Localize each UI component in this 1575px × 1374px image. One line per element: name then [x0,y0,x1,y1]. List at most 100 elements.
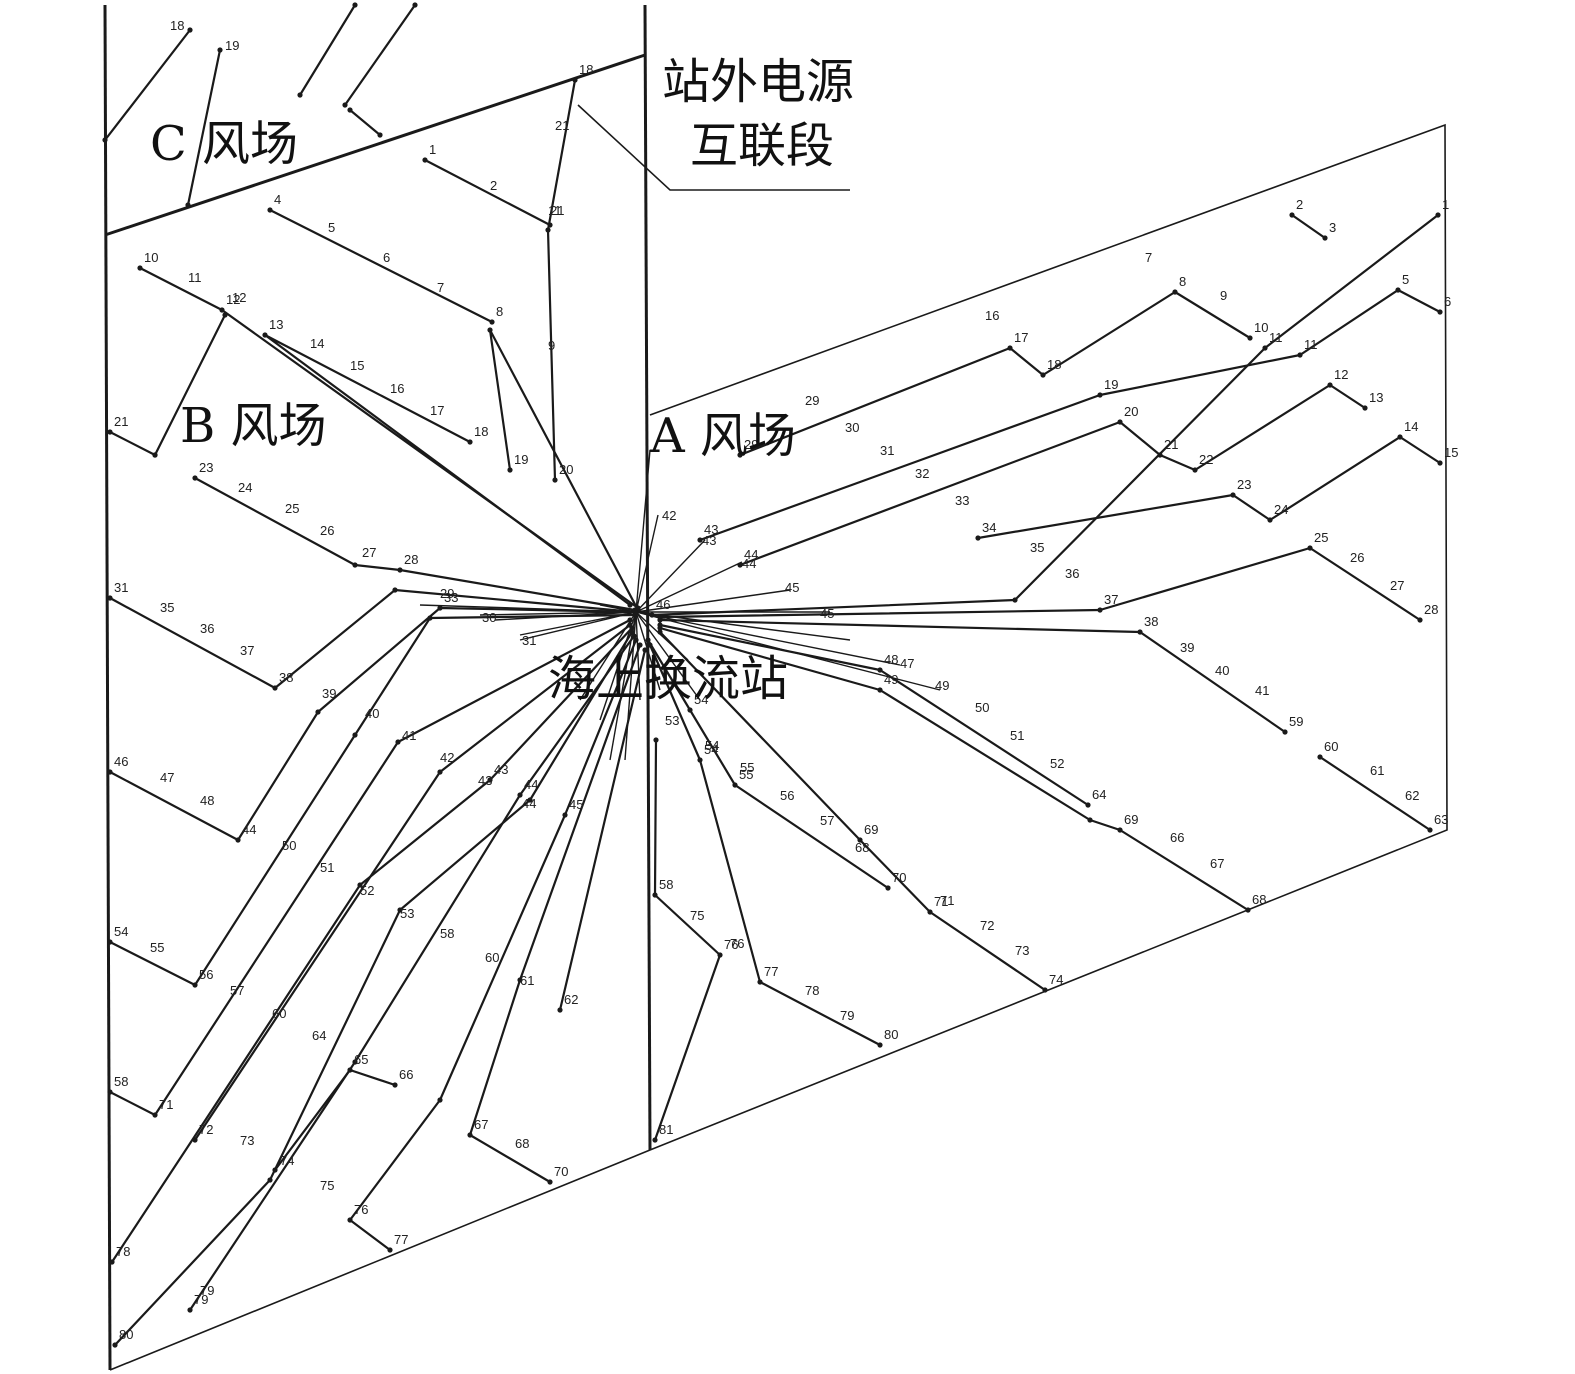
turbine-node [222,312,228,318]
turbine-number: 55 [740,760,754,775]
turbine-number: 66 [399,1067,413,1082]
turbine-node [1437,309,1443,315]
turbine-number: 78 [805,983,819,998]
cable-string [648,643,882,1047]
turbine-node [645,637,651,643]
turbine-node [387,1247,393,1253]
turbine-node [1297,352,1303,358]
radial-cable [635,611,661,691]
turbine-number: 72 [199,1122,213,1137]
turbine-number: 9 [548,338,555,353]
turbine-node [1327,382,1333,388]
turbine-number: 59 [1289,714,1303,729]
turbine-number: 68 [1252,892,1266,907]
turbine-node [633,637,639,643]
cable-string [108,618,632,1117]
turbine-node [272,1167,278,1173]
turbine-number: 66 [1170,830,1184,845]
turbine-number: 55 [150,940,164,955]
turbine-number: 70 [554,1164,568,1179]
turbine-node [1012,597,1018,603]
turbine-number: 54 [114,924,128,939]
turbine-number: 42 [440,750,454,765]
turbine-number: 10 [144,250,158,265]
turbine-node [877,687,883,693]
turbine-node [649,612,655,618]
zone-b-label: B 风场 [180,398,327,454]
turbine-number: 18 [579,62,593,77]
turbine-node [737,562,743,568]
cable-string [1290,213,1327,240]
turbine-number: 62 [564,992,578,1007]
turbine-node [395,739,401,745]
turbine-node [1040,372,1046,378]
turbine-number: 53 [400,906,414,921]
cable-string [343,3,417,107]
turbine-node [217,47,223,53]
cable-string [268,208,494,324]
turbine-number: 15 [1444,445,1458,460]
turbine-number: 18 [170,18,184,33]
turbine-number: 65 [354,1052,368,1067]
turbine-node [697,537,703,543]
turbine-number: 26 [320,523,334,538]
turbine-number: 36 [200,621,214,636]
turbine-number: 41 [402,728,416,743]
turbine-number: 27 [1390,578,1404,593]
turbine-number: 57 [230,983,244,998]
turbine-number: 76 [724,937,738,952]
turbine-number: 14 [310,336,324,351]
turbine-node [527,797,533,803]
turbine-number: 38 [279,670,293,685]
turbine-node [102,137,108,143]
turbine-node [152,1112,158,1118]
turbine-number: 18 [1047,357,1061,372]
turbine-number: 71 [940,893,954,908]
turbine-node [1289,212,1295,218]
turbine-node [637,642,643,648]
turbine-number: 5 [1402,272,1409,287]
turbine-number: 51 [1010,728,1024,743]
turbine-number: 10 [1254,320,1268,335]
turbine-node [557,1007,563,1013]
radial-cable [635,514,659,613]
turbine-number: 61 [520,973,534,988]
turbine-node [262,332,268,338]
turbine-number: 20 [559,462,573,477]
turbine-node [1192,467,1198,473]
turbine-number: 13 [1369,390,1383,405]
turbine-node [1085,802,1091,808]
turbine-number: 8 [1179,274,1186,289]
turbine-number: 11 [1269,330,1283,345]
turbine-number: 37 [1104,592,1118,607]
cable-string [558,648,647,1012]
turbine-number: 42 [662,508,676,523]
turbine-node [1247,335,1253,341]
turbine-node [1307,545,1313,551]
radial-cable [635,611,641,701]
turbine-node [1087,817,1093,823]
turbine-number: 14 [1404,419,1418,434]
turbine-node [1317,754,1323,760]
turbine-node [1230,492,1236,498]
zone-a-boundary [109,123,1448,1371]
turbine-number: 28 [1424,602,1438,617]
turbine-node [192,475,198,481]
turbine-number: 45 [785,580,799,595]
turbine-node [192,982,198,988]
turbine-number: 46 [656,597,670,612]
turbine-number: 51 [320,860,334,875]
turbine-node [185,202,191,208]
turbine-number: 29 [744,437,758,452]
turbine-node [397,907,403,913]
turbine-number: 19 [514,452,528,467]
turbine-node [352,2,358,8]
turbine-number: 38 [1144,614,1158,629]
turbine-number: 56 [199,967,213,982]
turbine-node [547,1179,553,1185]
turbine-number: 21 [1164,437,1178,452]
cable-string [546,78,577,482]
turbine-number: 31 [880,443,894,458]
turbine-node [347,107,353,113]
turbine-number: 55 [739,767,753,782]
